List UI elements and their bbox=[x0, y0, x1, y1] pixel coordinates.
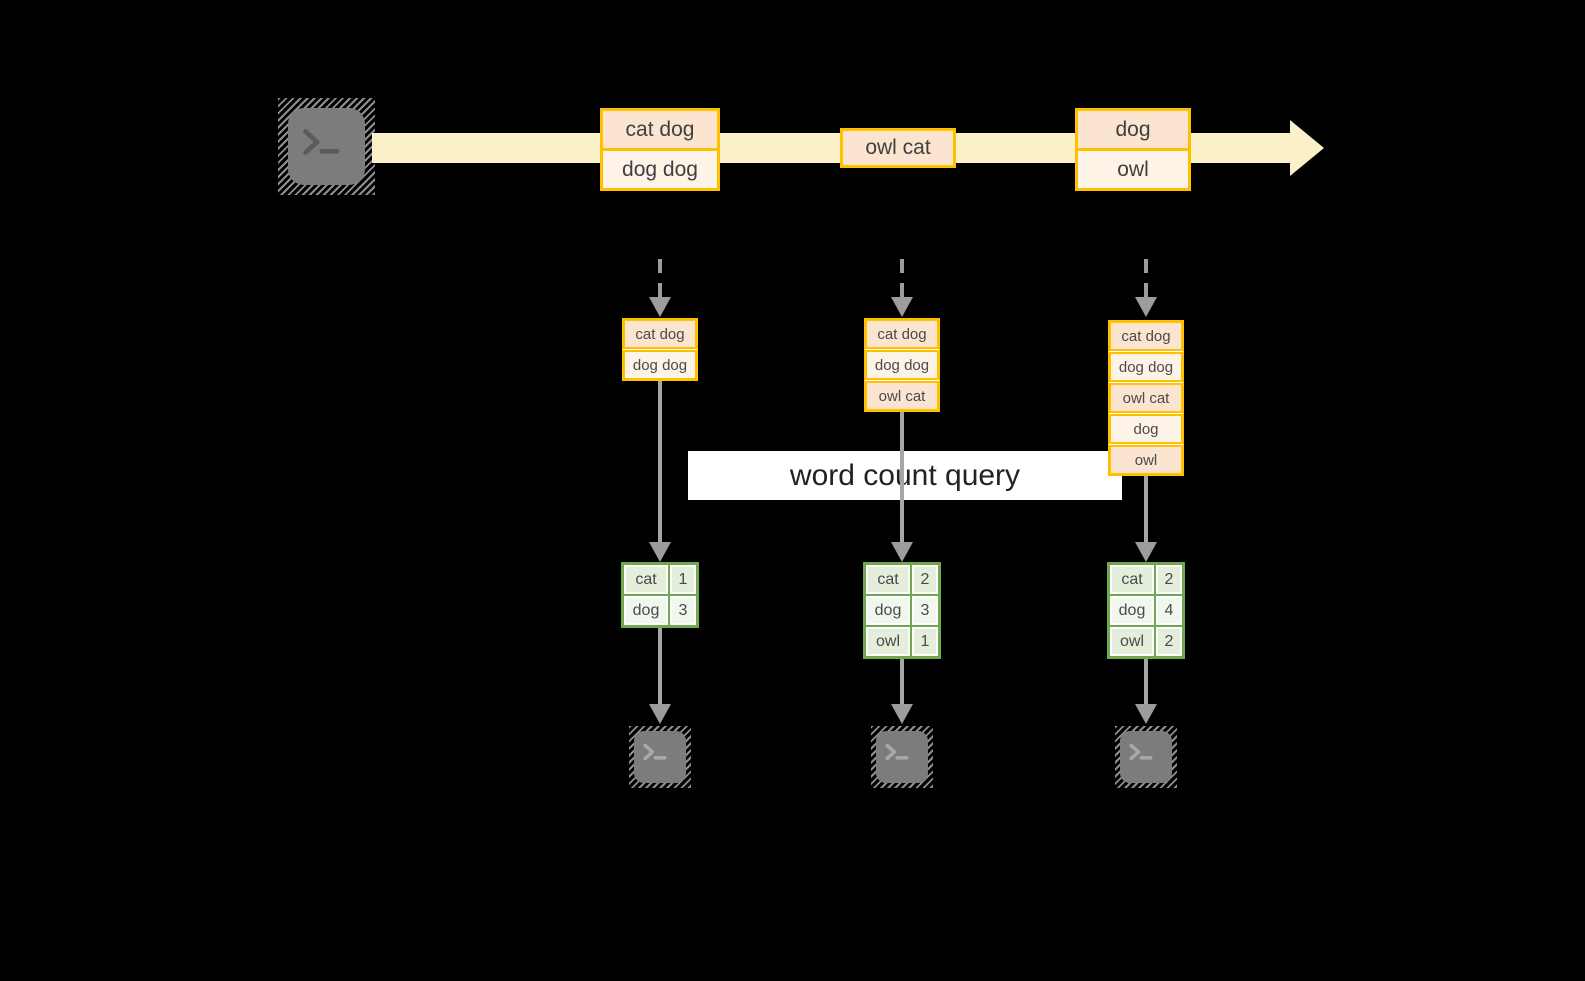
buffer-row: owl cat bbox=[865, 381, 939, 411]
sink-terminal-icon bbox=[1115, 726, 1177, 788]
count-word-cell: owl bbox=[1110, 627, 1154, 656]
dashed-arrowhead-icon bbox=[649, 297, 671, 317]
buffer-row: dog dog bbox=[1109, 352, 1183, 382]
stream-event-row: dog dog bbox=[603, 148, 717, 188]
stream-event-row: owl cat bbox=[843, 131, 953, 165]
count-value-cell: 3 bbox=[670, 596, 696, 625]
dashed-arrow-line bbox=[658, 259, 662, 297]
terminal-prompt-glyph bbox=[303, 129, 340, 155]
count-value-cell: 3 bbox=[912, 596, 938, 625]
terminal-prompt-icon bbox=[1120, 731, 1172, 783]
connector-line bbox=[900, 412, 904, 542]
dashed-arrow-line bbox=[1144, 259, 1148, 297]
count-word-cell: dog bbox=[1110, 596, 1154, 625]
stream-arrowhead-icon bbox=[1290, 120, 1324, 176]
source-terminal-icon bbox=[278, 98, 375, 195]
terminal-prompt-icon bbox=[634, 731, 686, 783]
count-word-cell: cat bbox=[624, 565, 668, 594]
count-value-cell: 1 bbox=[912, 627, 938, 656]
buffer-row: owl bbox=[1109, 445, 1183, 475]
buffer-row: cat dog bbox=[865, 319, 939, 349]
terminal-prompt-glyph bbox=[885, 743, 909, 761]
count-table-1: cat 1 dog 3 bbox=[621, 562, 699, 628]
count-word-cell: cat bbox=[1110, 565, 1154, 594]
connector-line bbox=[658, 628, 662, 704]
buffer-row: dog dog bbox=[623, 350, 697, 380]
buffer-row: dog bbox=[1109, 414, 1183, 444]
dashed-arrowhead-icon bbox=[891, 297, 913, 317]
sink-terminal-icon bbox=[871, 726, 933, 788]
dashed-arrow-line bbox=[900, 259, 904, 297]
arrowhead-icon bbox=[649, 542, 671, 562]
stream-event-1: cat dog dog dog bbox=[600, 108, 720, 191]
buffer-row: owl cat bbox=[1109, 383, 1183, 413]
arrowhead-icon bbox=[649, 704, 671, 724]
stream-event-row: cat dog bbox=[603, 111, 717, 148]
count-word-cell: owl bbox=[866, 627, 910, 656]
buffer-row: dog dog bbox=[865, 350, 939, 380]
arrowhead-icon bbox=[891, 542, 913, 562]
event-buffer-2: cat dog dog dog owl cat bbox=[864, 318, 940, 412]
dashed-arrowhead-icon bbox=[1135, 297, 1157, 317]
arrowhead-icon bbox=[1135, 542, 1157, 562]
sink-terminal-icon bbox=[629, 726, 691, 788]
event-buffer-3: cat dog dog dog owl cat dog owl bbox=[1108, 320, 1184, 476]
terminal-prompt-icon bbox=[876, 731, 928, 783]
connector-line bbox=[1144, 476, 1148, 542]
buffer-row: cat dog bbox=[623, 319, 697, 349]
count-value-cell: 4 bbox=[1156, 596, 1182, 625]
query-label: word count query bbox=[789, 458, 1021, 492]
count-word-cell: dog bbox=[866, 596, 910, 625]
count-value-cell: 1 bbox=[670, 565, 696, 594]
count-value-cell: 2 bbox=[912, 565, 938, 594]
count-value-cell: 2 bbox=[1156, 565, 1182, 594]
count-table-2: cat 2 dog 3 owl 1 bbox=[863, 562, 941, 659]
arrowhead-icon bbox=[891, 704, 913, 724]
connector-line bbox=[900, 659, 904, 704]
buffer-row: cat dog bbox=[1109, 321, 1183, 351]
arrowhead-icon bbox=[1135, 704, 1157, 724]
count-value-cell: 2 bbox=[1156, 627, 1182, 656]
event-buffer-1: cat dog dog dog bbox=[622, 318, 698, 381]
terminal-prompt-glyph bbox=[643, 743, 667, 761]
query-label-band: word count query bbox=[688, 451, 1122, 500]
connector-line bbox=[1144, 659, 1148, 704]
stream-event-row: owl bbox=[1078, 148, 1188, 188]
count-table-3: cat 2 dog 4 owl 2 bbox=[1107, 562, 1185, 659]
terminal-prompt-icon bbox=[288, 108, 365, 185]
stream-event-row: dog bbox=[1078, 111, 1188, 148]
count-word-cell: dog bbox=[624, 596, 668, 625]
stream-event-2: owl cat bbox=[840, 128, 956, 168]
connector-line bbox=[658, 381, 662, 542]
stream-event-3: dog owl bbox=[1075, 108, 1191, 191]
count-word-cell: cat bbox=[866, 565, 910, 594]
terminal-prompt-glyph bbox=[1129, 743, 1153, 761]
